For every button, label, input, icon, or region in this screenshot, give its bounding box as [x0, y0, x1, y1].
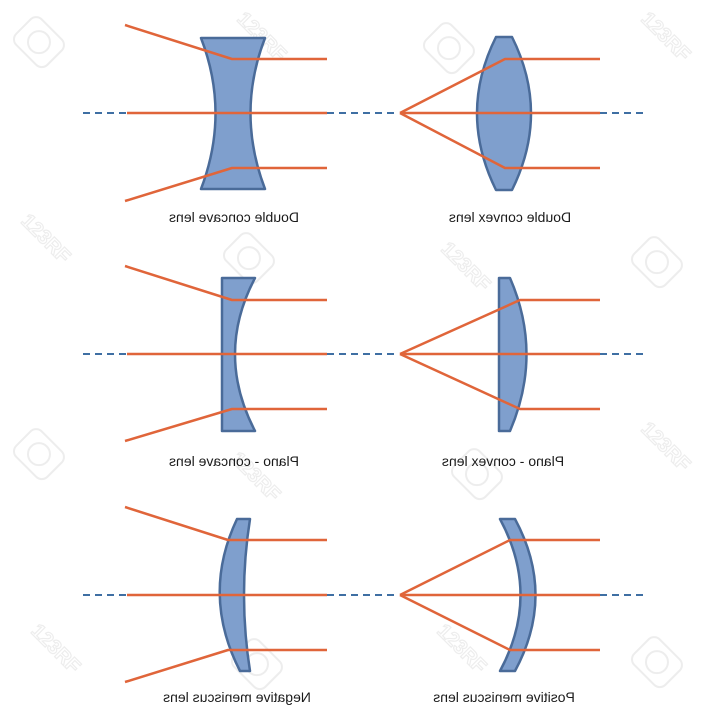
light-ray [124, 648, 327, 684]
panels-layer [83, 23, 645, 684]
watermark-logo: 123RF [436, 237, 495, 296]
light-ray [399, 57, 600, 115]
light-ray [124, 166, 327, 203]
light-ray [124, 505, 327, 542]
light-ray [399, 538, 600, 597]
watermark-camera-icon [631, 236, 683, 289]
caption-text: Double concave lens [169, 209, 299, 225]
watermark-camera-icon [451, 448, 503, 501]
caption-text: Positive meniscus lens [433, 689, 575, 705]
watermark-camera-icon [631, 636, 683, 689]
watermark-logo: 123RF [636, 7, 695, 66]
svg-text:123RF: 123RF [636, 418, 694, 476]
light-ray [399, 111, 600, 170]
panel-double-convex [399, 35, 645, 192]
watermark-logo: 123RF [26, 619, 85, 678]
caption-text: Plano - convex lens [441, 453, 565, 469]
svg-text:123RF: 123RF [432, 620, 490, 678]
watermark-camera-icon [223, 232, 275, 285]
svg-text:123RF: 123RF [636, 8, 694, 66]
watermark-camera-icon [423, 22, 475, 75]
caption-text: Double convex lens [448, 209, 572, 225]
panel-negative-meniscus [83, 505, 398, 684]
panel-double-concave [83, 23, 398, 203]
watermark-logo: 123RF [16, 209, 75, 268]
light-ray [399, 298, 600, 356]
watermark-logo: 123RF [636, 417, 695, 476]
panel-positive-meniscus [399, 517, 645, 673]
lens-positive-meniscus [498, 517, 537, 673]
lens-plano-concave [220, 276, 257, 433]
svg-text:123RF: 123RF [16, 210, 74, 268]
light-ray [124, 407, 327, 443]
caption-text: Plano - concave lens [169, 453, 299, 469]
light-ray [124, 23, 327, 61]
watermark-camera-icon [13, 428, 65, 481]
watermark-layer: 123RF123RF123RF123RF123RF123RF123RF123RF [13, 7, 695, 691]
light-ray [399, 593, 600, 652]
svg-text:123RF: 123RF [26, 620, 84, 678]
light-ray [124, 264, 327, 302]
caption-text: Negative meniscus lens [163, 689, 311, 705]
panel-plano-concave [83, 264, 398, 443]
panel-plano-convex [399, 276, 645, 433]
svg-text:123RF: 123RF [436, 238, 494, 296]
watermark-camera-icon [13, 16, 65, 69]
watermark-logo: 123RF [432, 619, 491, 678]
light-ray [399, 352, 600, 411]
